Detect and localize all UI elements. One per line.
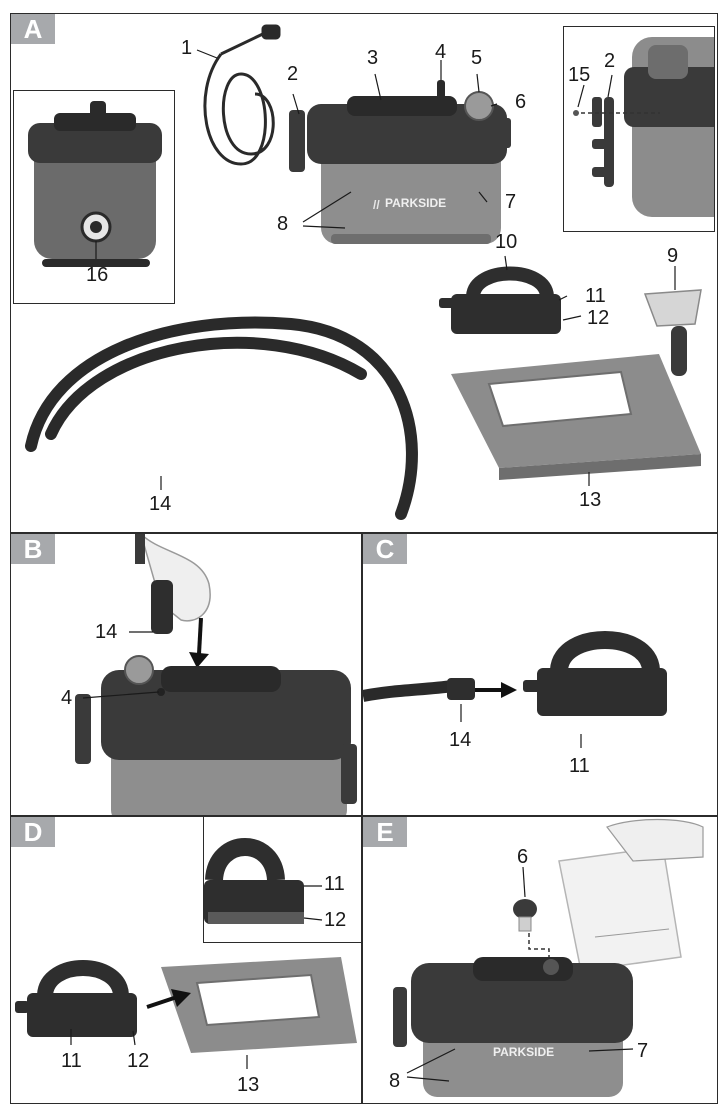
panel-b-tag: B [11, 534, 55, 564]
panel-c-tag: C [363, 534, 407, 564]
label-d-12: 12 [127, 1050, 150, 1072]
label-d-11-inset: 11 [324, 873, 345, 895]
panel-a: A 16 15 2 [10, 13, 718, 533]
label-4: 4 [435, 41, 447, 63]
brand-parkside-label-e: PARKSIDE [493, 1045, 555, 1059]
panel-e-tag: E [363, 817, 407, 847]
plate-closeup-illustration [204, 838, 323, 924]
label-b-4: 4 [61, 687, 73, 709]
label-15: 15 [568, 64, 591, 86]
label-10: 10 [495, 231, 518, 253]
label-6: 6 [515, 91, 527, 113]
label-e-8: 8 [389, 1070, 401, 1092]
label-16: 16 [86, 264, 109, 286]
power-cord [203, 24, 281, 166]
label-e-6: 6 [517, 846, 529, 868]
label-5: 5 [471, 47, 483, 69]
inset-back-view: 16 [13, 90, 175, 304]
panel-d-illustration [15, 957, 357, 1069]
panel-d: D 11 12 11 12 13 [10, 816, 362, 1104]
label-1: 1 [181, 37, 193, 59]
panel-e-illustration [393, 818, 704, 1097]
hose [25, 316, 418, 520]
inset-bracket-view: 15 2 [563, 26, 715, 232]
panel-c-illustration [363, 631, 667, 748]
panel-b: B 14 4 [10, 533, 362, 816]
label-14: 14 [149, 493, 172, 515]
brand-parkside-a: // [373, 198, 380, 212]
large-plate-frame [451, 354, 701, 480]
label-12: 12 [587, 307, 610, 329]
label-3: 3 [367, 47, 379, 69]
label-8: 8 [277, 213, 289, 235]
label-2-inset: 2 [604, 50, 616, 72]
label-2: 2 [287, 63, 299, 85]
inset-plate-closeup: 11 12 [203, 817, 361, 943]
panel-b-illustration [75, 534, 357, 815]
panel-a-tag: A [11, 14, 55, 44]
steamer-main [289, 80, 511, 244]
label-9: 9 [667, 245, 679, 267]
brand-parkside-label-a: PARKSIDE [385, 196, 447, 210]
label-c-14: 14 [449, 729, 472, 751]
label-11: 11 [585, 285, 606, 307]
label-d-12-inset: 12 [324, 909, 347, 931]
label-13: 13 [579, 489, 602, 511]
panel-e: E PARKSIDE 6 7 8 [362, 816, 718, 1104]
label-c-11: 11 [569, 755, 590, 777]
label-7: 7 [505, 191, 517, 213]
panel-c: C 14 11 [362, 533, 718, 816]
bracket-illustration [573, 37, 714, 217]
steamer-back-illustration [28, 101, 162, 267]
panel-d-tag: D [11, 817, 55, 847]
label-b-14: 14 [95, 621, 118, 643]
label-d-13: 13 [237, 1074, 260, 1096]
label-d-11: 11 [61, 1050, 82, 1072]
label-e-7: 7 [637, 1040, 649, 1062]
scraper [643, 289, 702, 376]
panel-a-illustration: // [25, 24, 702, 520]
steam-plate-small [439, 266, 561, 334]
